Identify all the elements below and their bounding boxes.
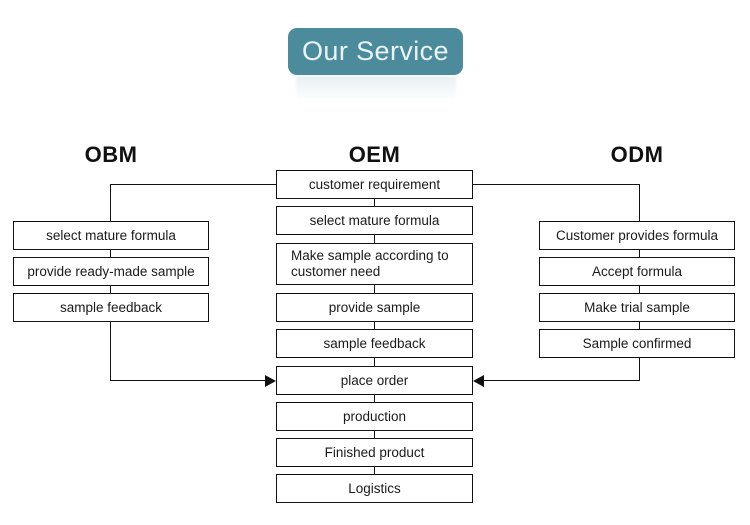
connector-oem-stub-5 xyxy=(374,358,376,366)
flow-box-oem-7[interactable]: production xyxy=(276,402,473,431)
flow-box-oem-9[interactable]: Logistics xyxy=(276,474,473,503)
connector-oem-stub-1 xyxy=(374,199,376,207)
column-heading-obm: OBM xyxy=(84,142,138,167)
flow-box-oem-8[interactable]: Finished product xyxy=(276,438,473,467)
connector-oem-stub-6 xyxy=(374,394,376,402)
connector-odm-top-horizontal xyxy=(472,184,640,186)
connector-oem-stub-3 xyxy=(374,285,376,294)
title-banner-reflection xyxy=(296,76,456,102)
flow-box-oem-2[interactable]: select mature formula xyxy=(276,206,473,235)
connector-odm-stub-2 xyxy=(639,286,641,294)
arrow-obm-to-place-order xyxy=(265,375,276,387)
flow-box-obm-3[interactable]: sample feedback xyxy=(13,293,209,322)
title-banner: Our Service xyxy=(288,28,463,75)
connector-oem-stub-8 xyxy=(374,466,376,474)
connector-oem-stub-4 xyxy=(374,322,376,330)
flow-box-odm-3[interactable]: Make trial sample xyxy=(539,293,735,322)
connector-odm-bottom-horizontal xyxy=(484,380,640,382)
flow-box-oem-5[interactable]: sample feedback xyxy=(276,329,473,358)
flow-box-oem-6[interactable]: place order xyxy=(276,366,473,395)
column-heading-oem: OEM xyxy=(348,142,401,167)
flow-box-odm-2[interactable]: Accept formula xyxy=(539,257,735,286)
flow-box-odm-1[interactable]: Customer provides formula xyxy=(539,221,735,250)
column-heading-odm: ODM xyxy=(610,142,664,167)
flow-box-oem-1[interactable]: customer requirement xyxy=(276,170,473,199)
connector-obm-stub-2 xyxy=(110,286,112,294)
arrow-odm-to-place-order xyxy=(473,375,484,387)
page-title: Our Service xyxy=(302,36,449,66)
connector-obm-top-horizontal xyxy=(110,184,277,186)
connector-oem-stub-2 xyxy=(374,235,376,243)
flow-box-oem-3[interactable]: Make sample according to customer need xyxy=(276,243,473,285)
flow-box-odm-4[interactable]: Sample confirmed xyxy=(539,329,735,358)
flow-box-oem-4[interactable]: provide sample xyxy=(276,293,473,322)
flow-box-obm-2[interactable]: provide ready-made sample xyxy=(13,257,209,286)
flow-box-obm-1[interactable]: select mature formula xyxy=(13,221,209,250)
connector-odm-stub-3 xyxy=(639,322,641,330)
connector-oem-stub-7 xyxy=(374,430,376,438)
connector-obm-bottom-horizontal xyxy=(110,380,266,382)
